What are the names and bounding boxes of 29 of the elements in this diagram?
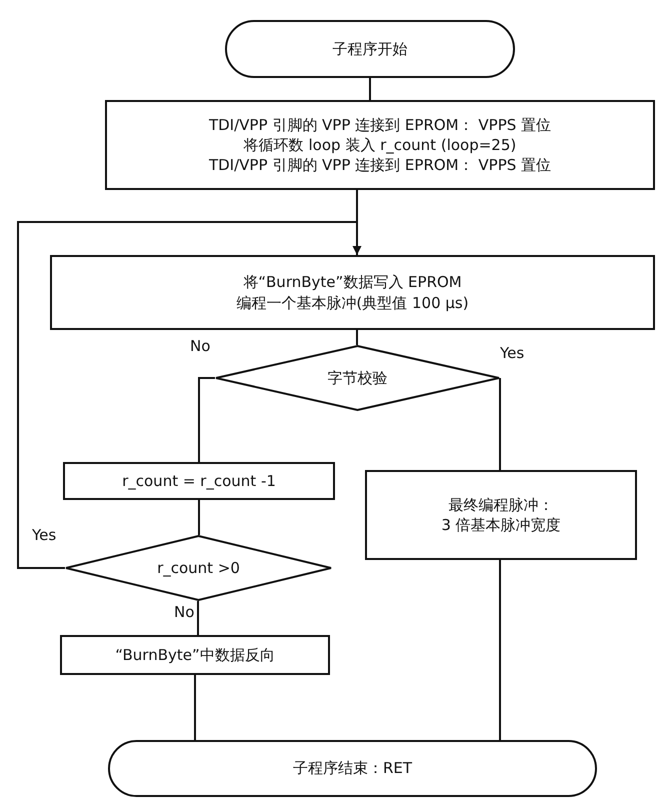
box-text: 最终编程脉冲： <box>448 494 554 515</box>
edge-label: Yes <box>30 527 58 544</box>
connector-line <box>369 78 371 100</box>
edge-label: No <box>172 604 196 620</box>
edge-label: No <box>188 338 212 354</box>
connector-line <box>499 377 501 470</box>
decision-diamond: r_count >0 <box>65 535 332 601</box>
process-box: “BurnByte”中数据反向 <box>60 635 330 675</box>
box-text: TDI/VPP 引脚的 VPP 连接到 EPROM： VPPS 置位 <box>208 114 552 135</box>
box-text: 将“BurnByte”数据写入 EPROM <box>243 272 462 292</box>
arrow <box>17 221 362 569</box>
connector-line <box>197 601 199 635</box>
terminal-box: 子程序结束：RET <box>108 740 597 797</box>
process-box <box>365 470 637 560</box>
box-text: 将循环数 loop 装入 r_count (loop=25) <box>244 134 516 156</box>
box-text: 编程一个基本脉冲(典型值 100 μs) <box>236 292 469 313</box>
connector-line <box>194 675 196 740</box>
connector-line <box>356 330 358 345</box>
edge-label: Yes <box>498 345 526 362</box>
connector-line <box>198 500 200 535</box>
terminal-box: 子程序开始 <box>225 20 515 78</box>
box-text: 3 倍基本脉冲宽度 <box>441 515 561 536</box>
box-text: TDI/VPP 引脚的 VPP 连接到 EPROM： VPPS 置位 <box>208 155 552 176</box>
process-box: r_count = r_count -1 <box>63 462 335 500</box>
connector-line <box>499 560 501 740</box>
connector-line <box>198 377 215 462</box>
process-box <box>105 100 655 190</box>
process-box <box>50 255 655 330</box>
decision-diamond: 字节校验 <box>215 345 500 411</box>
